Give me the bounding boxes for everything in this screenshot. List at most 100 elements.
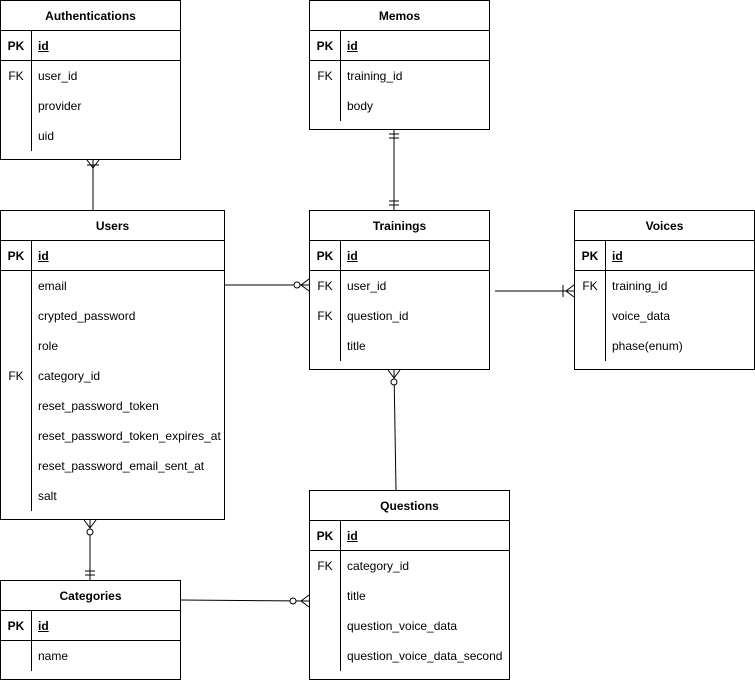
field-name: voice_data: [612, 309, 671, 323]
entity-title: Memos: [310, 1, 489, 31]
pk-row: PK id: [575, 241, 754, 271]
field-name: title: [347, 339, 366, 353]
pk-field: id: [612, 249, 623, 263]
field-row: email: [1, 271, 224, 301]
field-row: voice_data: [575, 301, 754, 331]
field-row: body: [310, 91, 489, 121]
field-name: body: [347, 99, 374, 113]
pk-field: id: [347, 249, 358, 263]
crowfoot-prong: [565, 290, 575, 298]
field-name: user_id: [347, 279, 387, 293]
crowfoot-prong: [393, 369, 401, 379]
pk-field: id: [347, 529, 358, 543]
field-row: title: [310, 331, 489, 361]
entity-title: Questions: [310, 491, 509, 521]
key-label: FK: [8, 69, 24, 83]
field-row: uid: [1, 121, 180, 151]
field-row: salt: [1, 481, 224, 511]
pk-row: PK id: [310, 241, 489, 271]
pk-field: id: [347, 39, 358, 53]
zero-marker: [289, 597, 297, 605]
crowfoot-prong: [86, 159, 94, 169]
field-name: phase(enum): [612, 339, 683, 353]
field-row: FK training_id: [310, 61, 489, 91]
pk-row: PK id: [310, 521, 509, 551]
field-name: reset_password_token: [38, 399, 159, 413]
entity-title: Trainings: [310, 211, 489, 241]
crowfoot-prong: [300, 600, 310, 608]
entity-title: Authentications: [1, 1, 180, 31]
pk-label: PK: [7, 39, 25, 53]
field-name: user_id: [38, 69, 78, 83]
field-name: reset_password_email_sent_at: [38, 459, 205, 473]
crowfoot-prong: [92, 159, 100, 169]
field-name: question_voice_data_second: [347, 649, 503, 663]
pk-row: PK id: [1, 611, 180, 641]
field-row: FK user_id: [310, 271, 489, 301]
zero-marker: [390, 378, 398, 386]
field-name: provider: [38, 99, 82, 113]
column-divider: [31, 241, 32, 511]
field-row: name: [1, 641, 180, 671]
pk-row: PK id: [1, 31, 180, 61]
column-divider: [340, 31, 341, 121]
field-name: role: [38, 339, 59, 353]
crowfoot-prong: [300, 284, 310, 292]
column-divider: [340, 241, 341, 361]
entity-categories: Categories PK id name: [0, 580, 181, 680]
pk-field: id: [38, 39, 49, 53]
field-row: reset_password_token: [1, 391, 224, 421]
crowfoot-prong: [89, 519, 97, 529]
crowfoot-prong: [83, 519, 91, 529]
crowfoot-prong: [565, 284, 575, 292]
entity-title: Voices: [575, 211, 754, 241]
pk-label: PK: [316, 529, 334, 543]
crowfoot-prong: [387, 369, 395, 379]
field-row: reset_password_token_expires_at: [1, 421, 224, 451]
field-row: phase(enum): [575, 331, 754, 361]
key-label: FK: [317, 559, 333, 573]
field-name: category_id: [38, 369, 101, 383]
field-name: name: [38, 649, 69, 663]
entity-users: Users PK id email crypted_password role …: [0, 210, 225, 520]
field-name: training_id: [347, 69, 403, 83]
key-label: FK: [317, 69, 333, 83]
crowfoot-prong: [300, 278, 310, 286]
entity-memos: Memos PK id FK training_id body: [309, 0, 490, 130]
field-name: question_voice_data: [347, 619, 458, 633]
entity-title: Users: [1, 211, 224, 241]
pk-field: id: [38, 619, 49, 633]
field-row: provider: [1, 91, 180, 121]
field-row: crypted_password: [1, 301, 224, 331]
pk-label: PK: [581, 249, 599, 263]
column-divider: [340, 521, 341, 671]
field-row: role: [1, 331, 224, 361]
field-name: title: [347, 589, 366, 603]
crowfoot-prong: [300, 594, 310, 602]
pk-label: PK: [7, 249, 25, 263]
relationship-line: [180, 599, 310, 602]
pk-label: PK: [7, 619, 25, 633]
field-name: reset_password_token_expires_at: [38, 429, 221, 443]
field-row: reset_password_email_sent_at: [1, 451, 224, 481]
zero-marker: [293, 281, 301, 289]
relationship-line: [393, 369, 397, 491]
field-row: FK category_id: [1, 361, 224, 391]
pk-row: PK id: [1, 241, 224, 271]
field-row: title: [310, 581, 509, 611]
key-label: FK: [317, 279, 333, 293]
pk-label: PK: [316, 39, 334, 53]
pk-field: id: [38, 249, 49, 263]
field-name: email: [38, 279, 67, 293]
key-label: FK: [582, 279, 598, 293]
field-row: FK user_id: [1, 61, 180, 91]
key-label: FK: [317, 309, 333, 323]
field-row: question_voice_data_second: [310, 641, 509, 671]
column-divider: [605, 241, 606, 361]
key-label: FK: [8, 369, 24, 383]
